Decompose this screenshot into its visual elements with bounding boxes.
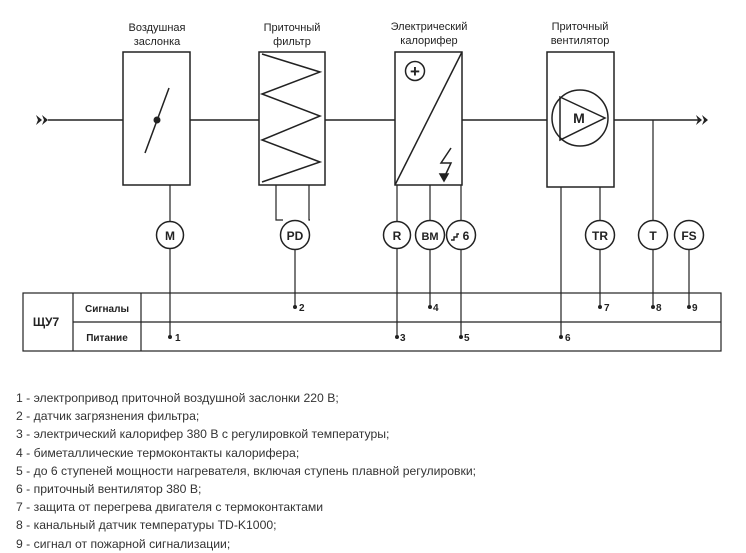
panel-title: ЩУ7 xyxy=(33,315,60,329)
heater-label-line1: Электрический xyxy=(391,21,468,33)
bimetal-label: BM xyxy=(421,231,438,243)
damper-motor-sensor xyxy=(155,220,185,250)
legend-item: 1 - электропривод приточной воздушной за… xyxy=(16,391,339,405)
lightning-icon xyxy=(438,147,453,183)
filter-pressure-label: PD xyxy=(287,229,304,243)
legend-item: 5 - до 6 ступеней мощности нагревателя, … xyxy=(16,463,477,478)
heater-regulator-sensor xyxy=(382,220,412,250)
damper-motor-label: M xyxy=(165,229,175,243)
connection-number-6: 6 xyxy=(565,333,571,344)
legend-item: 2 - датчик загрязнения фильтра; xyxy=(16,409,200,424)
legend-item: 7 - защита от перегрева двигателя с терм… xyxy=(16,500,324,515)
fan-thermal-label: TR xyxy=(592,229,608,243)
connection-dot xyxy=(395,335,399,339)
connection-dot xyxy=(598,305,602,309)
connection-number-7: 7 xyxy=(604,303,610,314)
control-panel xyxy=(22,292,722,352)
connection-number-4: 4 xyxy=(433,303,439,314)
damper-label-line2: заслонка xyxy=(134,36,181,48)
supply-filter xyxy=(258,51,326,186)
connection-number-5: 5 xyxy=(464,333,470,344)
electric-heater xyxy=(394,51,463,186)
heater-regulator-label: R xyxy=(393,229,402,243)
fan-label-line2: вентилятор xyxy=(551,35,610,47)
ventilation-schematic: Воздушная заслонка Приточный фильтр Элек… xyxy=(22,21,722,352)
connection-dot xyxy=(559,335,563,339)
signals-label: Сигналы xyxy=(85,304,129,315)
fan-thermal-protection-sensor xyxy=(584,219,616,251)
connection-dot xyxy=(651,305,655,309)
connection-dot xyxy=(168,335,172,339)
legend-item: 9 - сигнал от пожарной сигнализации; xyxy=(16,536,231,551)
heater-steps-label: 6 xyxy=(463,229,470,243)
heater-plus-symbol: + xyxy=(410,62,420,81)
duct-temp-label: T xyxy=(649,229,657,243)
inlet-arrow-icon xyxy=(36,115,48,125)
legend-list: 1 - электропривод приточной воздушной за… xyxy=(16,389,736,553)
connection-dot xyxy=(293,305,297,309)
connection-number-1: 1 xyxy=(175,333,181,344)
air-damper xyxy=(122,51,191,186)
step-icon xyxy=(451,233,459,241)
heater-plus-icon xyxy=(404,60,426,82)
power-label: Питание xyxy=(86,333,128,344)
legend-item: 4 - биметаллические термоконтакты калори… xyxy=(16,445,300,460)
duct-temperature-sensor xyxy=(637,219,669,251)
fan-motor-symbol: M xyxy=(573,110,585,126)
heater-steps-sensor xyxy=(445,219,477,251)
legend-item: 3 - электрический калорифер 380 В с регу… xyxy=(16,427,390,442)
filter-label-line1: Приточный xyxy=(264,22,321,34)
bimetal-thermocontact-sensor xyxy=(414,219,446,251)
connection-number-8: 8 xyxy=(656,303,662,314)
connection-dot xyxy=(459,335,463,339)
fire-signal-sensor xyxy=(673,219,705,251)
connection-number-2: 2 xyxy=(299,303,305,314)
damper-label-line1: Воздушная xyxy=(128,22,185,34)
fire-signal-label: FS xyxy=(681,229,696,243)
heater-label-line2: калорифер xyxy=(400,35,457,47)
legend-item: 8 - канальный датчик температуры TD-K100… xyxy=(16,518,277,533)
supply-fan xyxy=(546,51,615,188)
connection-dot xyxy=(687,305,691,309)
connection-number-3: 3 xyxy=(400,333,406,344)
filter-label-line2: фильтр xyxy=(273,36,311,48)
connection-number-9: 9 xyxy=(692,303,698,314)
legend-item: 6 - приточный вентилятор 380 В; xyxy=(16,481,202,496)
outlet-arrow-icon xyxy=(696,115,708,125)
connection-dot xyxy=(428,305,432,309)
fan-label-line1: Приточный xyxy=(552,21,609,33)
filter-pressure-sensor xyxy=(279,219,311,251)
